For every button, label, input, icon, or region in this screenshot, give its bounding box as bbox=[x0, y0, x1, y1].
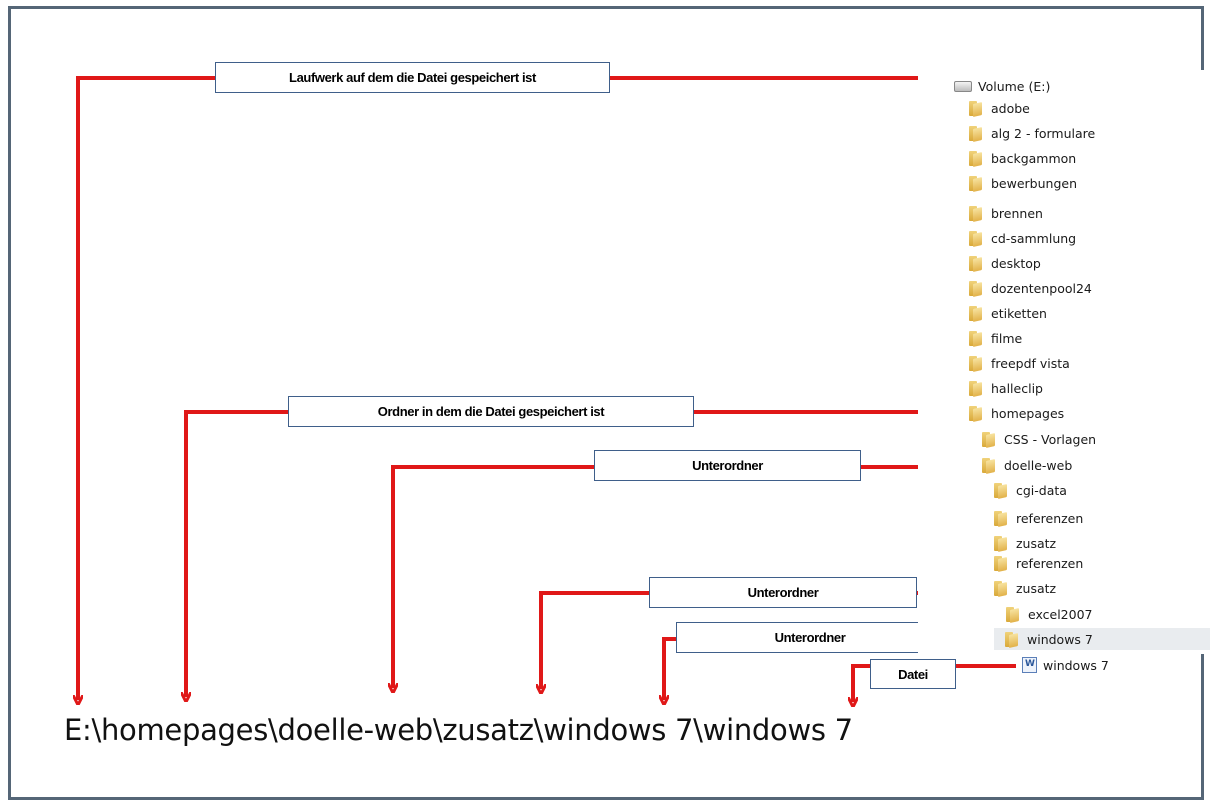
folder-icon bbox=[968, 405, 983, 422]
tree-item-drive[interactable]: Volume (E:) bbox=[954, 75, 1050, 97]
tree-item[interactable]: filme bbox=[968, 327, 1022, 349]
label-file: Datei bbox=[870, 659, 956, 689]
folder-icon bbox=[1005, 606, 1020, 623]
file-item-label: windows 7 bbox=[1043, 657, 1109, 673]
folder-icon bbox=[968, 175, 983, 192]
folder-icon bbox=[993, 535, 1008, 552]
folder-icon bbox=[981, 431, 996, 448]
tree-item-label: alg 2 - formulare bbox=[991, 125, 1096, 141]
folder-icon bbox=[968, 280, 983, 297]
tree-item-label: backgammon bbox=[991, 150, 1077, 166]
tree-item[interactable]: etiketten bbox=[968, 302, 1047, 324]
folder-icon bbox=[968, 380, 983, 397]
folder-icon bbox=[993, 482, 1008, 499]
file-path: E:\homepages\doelle-web\zusatz\windows 7… bbox=[64, 713, 853, 747]
drive-icon bbox=[954, 80, 972, 92]
label-subfolder-2: Unterordner bbox=[649, 577, 917, 608]
tree-item[interactable]: referenzen bbox=[993, 507, 1083, 529]
tree-item-label: brennen bbox=[991, 205, 1043, 221]
label-subfolder-3: Unterordner bbox=[676, 622, 944, 653]
folder-icon bbox=[968, 355, 983, 372]
tree-item[interactable]: zusatz bbox=[993, 577, 1056, 599]
folder-icon bbox=[968, 255, 983, 272]
tree-item-label: doelle-web bbox=[1004, 457, 1073, 473]
folder-icon bbox=[968, 150, 983, 167]
label-subfolder-1: Unterordner bbox=[594, 450, 861, 481]
tree-item[interactable]: zusatz bbox=[993, 532, 1056, 554]
tree-item-label: dozentenpool24 bbox=[991, 280, 1092, 296]
tree-item-selected[interactable]: windows 7 bbox=[994, 628, 1210, 650]
folder-icon bbox=[968, 330, 983, 347]
tree-item[interactable]: CSS - Vorlagen bbox=[981, 428, 1096, 450]
tree-item[interactable]: excel2007 bbox=[1005, 603, 1093, 625]
tree-item[interactable]: homepages bbox=[968, 402, 1064, 424]
tree-item-label: referenzen bbox=[1016, 555, 1084, 571]
folder-icon bbox=[968, 205, 983, 222]
tree-item[interactable]: alg 2 - formulare bbox=[968, 122, 1095, 144]
tree-item-label: CSS - Vorlagen bbox=[1004, 431, 1097, 447]
tree-item[interactable]: halleclip bbox=[968, 377, 1043, 399]
tree-item[interactable]: backgammon bbox=[968, 147, 1076, 169]
folder-icon bbox=[968, 100, 983, 117]
tree-item-label: etiketten bbox=[991, 305, 1047, 321]
label-folder: Ordner in dem die Datei gespeichert ist bbox=[288, 396, 694, 427]
tree-item[interactable]: bewerbungen bbox=[968, 172, 1077, 194]
tree-item-label: referenzen bbox=[1016, 510, 1084, 526]
tree-item-label: zusatz bbox=[1016, 535, 1057, 551]
file-item[interactable]: windows 7 bbox=[1022, 654, 1109, 676]
tree-item-label: halleclip bbox=[991, 380, 1043, 396]
tree-item-label: excel2007 bbox=[1028, 606, 1093, 622]
tree-item[interactable]: freepdf vista bbox=[968, 352, 1070, 374]
tree-item[interactable]: desktop bbox=[968, 252, 1041, 274]
folder-icon bbox=[993, 510, 1008, 527]
tree-item-label: homepages bbox=[991, 405, 1065, 421]
tree-item-label: cd-sammlung bbox=[991, 230, 1077, 246]
tree-item[interactable]: cgi-data bbox=[993, 479, 1067, 501]
label-drive: Laufwerk auf dem die Datei gespeichert i… bbox=[215, 62, 610, 93]
tree-item[interactable]: doelle-web bbox=[981, 454, 1072, 476]
tree-item-label: cgi-data bbox=[1016, 482, 1067, 498]
folder-icon bbox=[993, 555, 1008, 572]
tree-item[interactable]: adobe bbox=[968, 97, 1030, 119]
tree-item-label: Volume (E:) bbox=[978, 78, 1051, 94]
tree-item[interactable]: dozentenpool24 bbox=[968, 277, 1092, 299]
folder-tree: Volume (E:) adobe alg 2 - formulare back… bbox=[918, 70, 1210, 654]
tree-item-label: windows 7 bbox=[1027, 631, 1093, 647]
folder-icon bbox=[968, 230, 983, 247]
folder-icon bbox=[981, 457, 996, 474]
tree-item-label: adobe bbox=[991, 100, 1030, 116]
folder-icon bbox=[993, 580, 1008, 597]
tree-item-label: filme bbox=[991, 330, 1023, 346]
tree-item-label: freepdf vista bbox=[991, 355, 1070, 371]
tree-item[interactable]: brennen bbox=[968, 202, 1043, 224]
tree-item-label: bewerbungen bbox=[991, 175, 1078, 191]
folder-icon bbox=[968, 305, 983, 322]
folder-icon bbox=[1004, 631, 1019, 648]
tree-item[interactable]: referenzen bbox=[993, 552, 1083, 574]
tree-item[interactable]: cd-sammlung bbox=[968, 227, 1076, 249]
tree-item-label: desktop bbox=[991, 255, 1041, 271]
folder-icon bbox=[968, 125, 983, 142]
tree-item-label: zusatz bbox=[1016, 580, 1057, 596]
word-document-icon bbox=[1022, 657, 1037, 673]
